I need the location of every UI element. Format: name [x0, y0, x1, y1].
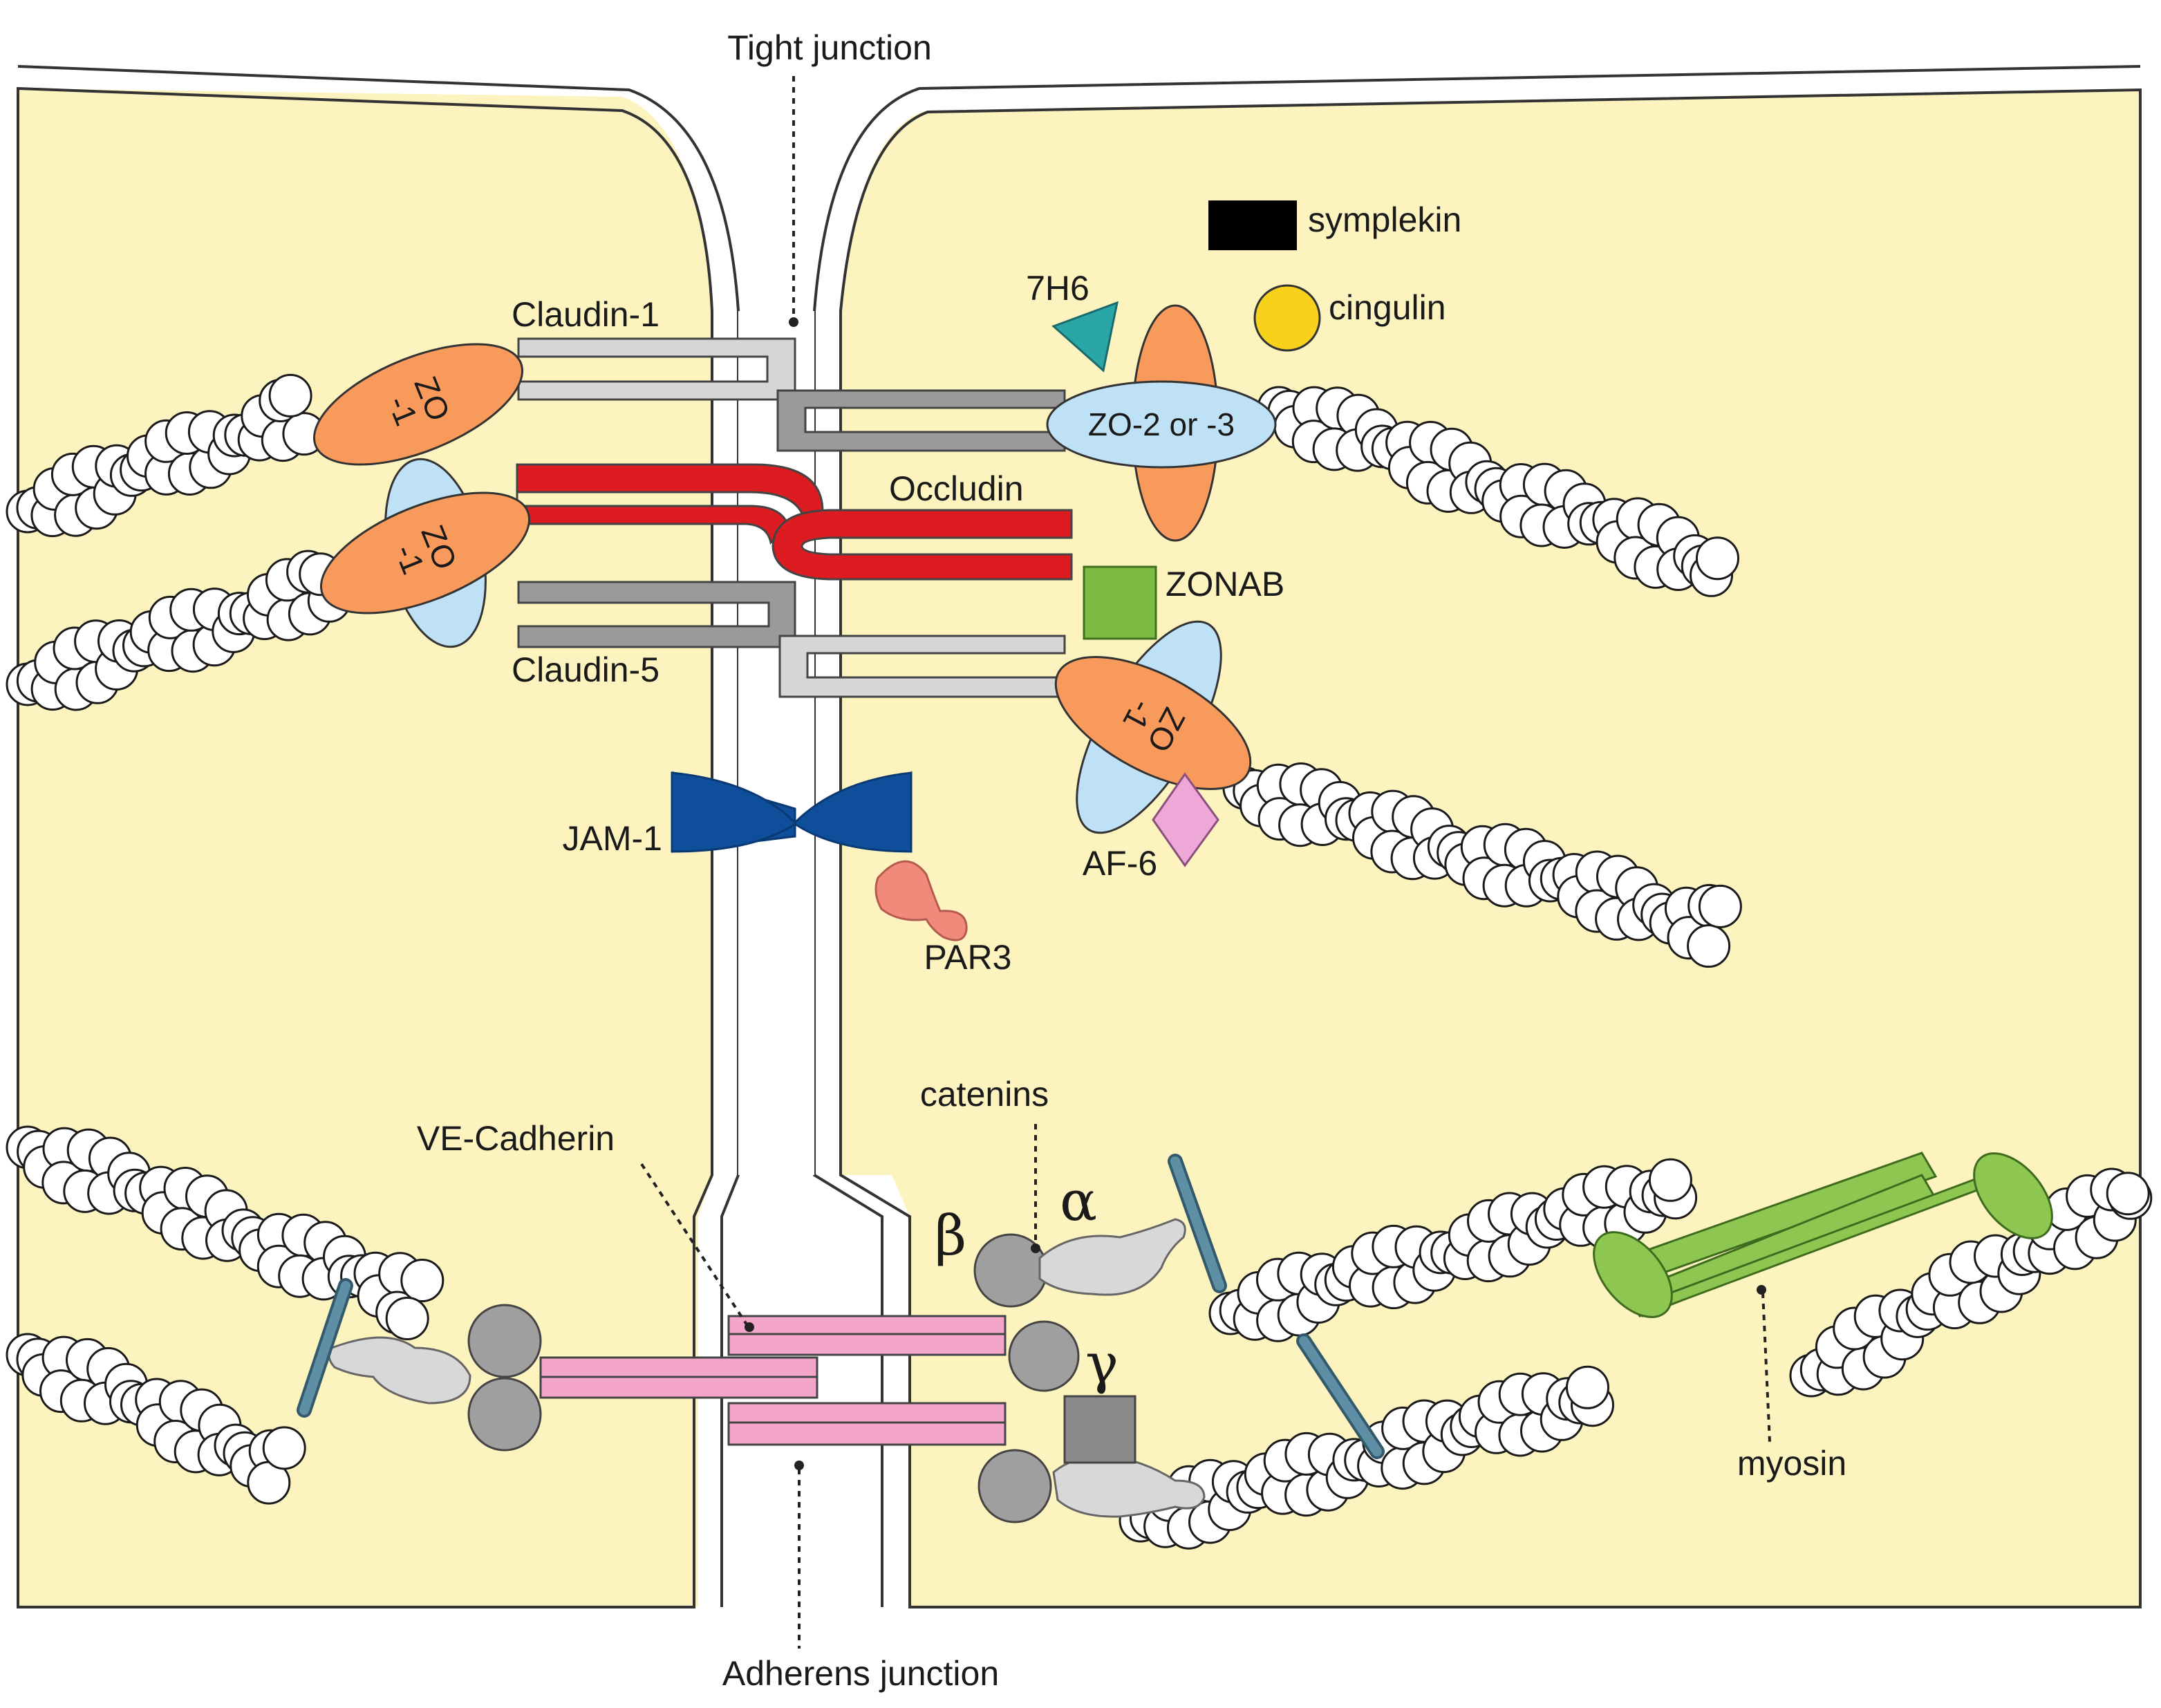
ve-cadherin-bar-6 — [727, 1421, 1007, 1446]
par3-label: PAR3 — [924, 938, 1012, 977]
myosin — [1593, 1152, 2053, 1318]
cingulin-circle — [1253, 284, 1321, 352]
claudin-5-right — [778, 635, 1066, 698]
catenins-pointer-dot — [1031, 1244, 1040, 1253]
claudin-5-label: Claudin-5 — [512, 650, 659, 689]
actin-bead — [1698, 884, 1742, 928]
gamma-catenin-right — [1063, 1395, 1136, 1464]
adherens-junction-pointer-dot — [794, 1461, 804, 1470]
actin-filament — [1222, 762, 1742, 968]
zo-2-or-3 — [1046, 380, 1277, 469]
actin-bead — [1566, 1365, 1609, 1409]
actin-bead — [1696, 536, 1739, 581]
catenin-right-lower — [977, 1449, 1052, 1523]
ve-cadherin-bar-5 — [727, 1402, 1007, 1424]
tight-junction-label: Tight junction — [727, 28, 932, 67]
symplekin-label: symplekin — [1308, 200, 1461, 239]
actin-bead — [400, 1259, 445, 1302]
alpha-catenin-right — [1038, 1218, 1186, 1296]
gamma-label: γ — [1085, 1331, 1119, 1396]
ve-cadherin-bar-2 — [727, 1333, 1007, 1356]
actin-filament — [1208, 1158, 1698, 1342]
ve-cadherin-bar-3 — [539, 1356, 818, 1378]
ve-cadherin — [539, 1315, 1007, 1446]
claudin-1-right — [776, 389, 1066, 452]
seven-h6-label: 7H6 — [1026, 269, 1089, 308]
af-6-label: AF-6 — [1083, 844, 1157, 883]
jam-1-body — [671, 771, 913, 853]
alpha-catenin-left — [328, 1336, 471, 1405]
claudin-1-label: Claudin-1 — [512, 295, 659, 334]
vinculin-right-upper — [1168, 1154, 1227, 1293]
beta-catenin-left — [467, 1304, 542, 1378]
actin-filaments — [6, 373, 2153, 1550]
catenin-right-mid — [1008, 1320, 1080, 1392]
myosin-label: myosin — [1737, 1444, 1846, 1483]
junction-gap — [738, 311, 814, 1175]
occludin-left — [516, 463, 824, 545]
ve-cadherin-bar-4 — [539, 1376, 818, 1399]
myosin-pointer-dot — [1757, 1285, 1766, 1295]
ve-cadherin-label: VE-Cadherin — [417, 1119, 615, 1158]
occludin-right — [771, 509, 1073, 581]
tight-junction-pointer-dot — [789, 317, 798, 327]
vinculin-left — [297, 1278, 353, 1418]
myosin-head-left — [1593, 1231, 1673, 1318]
claudin-5-left — [517, 581, 796, 648]
myosin-head-right — [1973, 1152, 2053, 1239]
actin-filament — [6, 1333, 306, 1505]
actin-filament — [6, 1125, 445, 1340]
alpha-label: α — [1060, 1169, 1097, 1233]
actin-bead — [1648, 1158, 1692, 1202]
af-6-diamond — [1152, 772, 1219, 867]
actin-filament — [6, 373, 326, 538]
adherens-junction-label: Adherens junction — [722, 1654, 999, 1693]
beta-label: β — [935, 1203, 966, 1268]
gamma-catenin-left — [467, 1377, 542, 1452]
ve-cadherin-pointer-dot — [745, 1322, 754, 1332]
ve-cadherin-pointer — [640, 1163, 748, 1326]
actin-filament — [1789, 1167, 2153, 1398]
right-cell-membrane-inner — [839, 88, 2142, 1608]
actin-bead — [268, 373, 312, 417]
ve-cadherin-bar-1 — [727, 1315, 1007, 1335]
right-cell-membrane-outer — [813, 65, 2141, 312]
actin-bead — [262, 1426, 306, 1470]
actin-filament — [6, 550, 351, 711]
symplekin-box — [1208, 200, 1297, 250]
zo-1-left-lower — [319, 491, 531, 614]
zo-1-left-upper — [312, 343, 524, 466]
left-cell-membrane-outer — [17, 65, 740, 1607]
left-cell-membrane-inner — [17, 86, 713, 1608]
actin-bead — [2106, 1172, 2150, 1216]
seven-h6-triangle — [1051, 301, 1119, 373]
actin-bead — [385, 1297, 429, 1340]
zo-2-or-3-label: ZO-2 or -3 — [1088, 406, 1235, 442]
zo-1-right-lower — [1054, 656, 1252, 790]
jam-1-label: JAM-1 — [563, 819, 662, 858]
actin-filament — [1119, 1365, 1614, 1550]
zonab-label: ZONAB — [1166, 565, 1284, 603]
occludin-label: Occludin — [889, 469, 1024, 508]
cingulin-label: cingulin — [1329, 288, 1446, 327]
vinculin-right-lower — [1296, 1333, 1385, 1459]
par3 — [874, 860, 968, 941]
zonab-square — [1083, 565, 1157, 640]
catenins-label: catenins — [920, 1075, 1049, 1114]
actin-bead — [1687, 924, 1731, 968]
actin-filament — [1257, 386, 1739, 597]
myosin-pointer — [1761, 1292, 1771, 1443]
